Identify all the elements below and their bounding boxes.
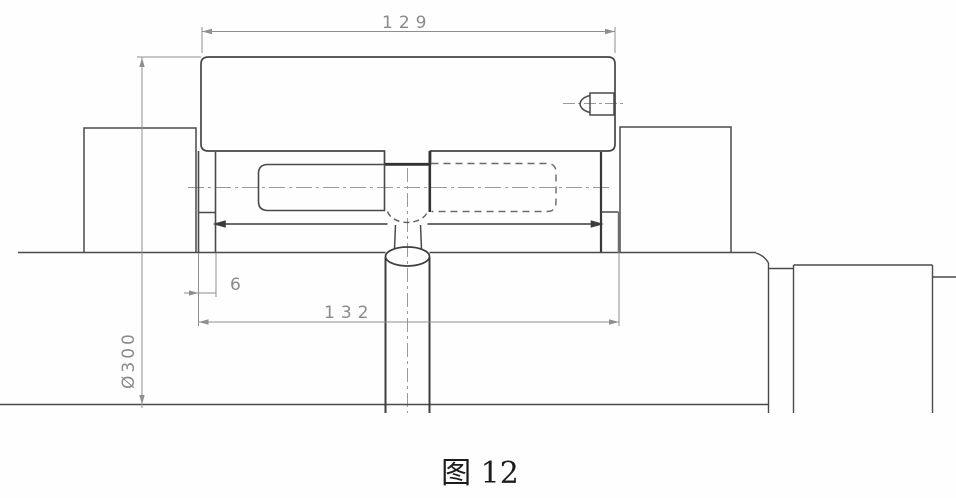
hidden-keyway-right [431, 162, 557, 213]
dim129-arrow-right [605, 28, 615, 35]
right-shaft-step [755, 252, 956, 413]
centerlines [188, 103, 626, 413]
dimension-129: 129 [201, 13, 616, 53]
dim300-arrow-top [139, 57, 145, 67]
ball-seat-hidden-arc [386, 211, 429, 224]
right-block-outline [619, 126, 732, 253]
left-support-block [83, 127, 197, 253]
figure-caption: 图 12 [441, 456, 519, 491]
dimension-132: 132 [198, 212, 620, 326]
right-support-block [619, 126, 732, 253]
dim300-arrow-bottom [139, 395, 145, 405]
plug-dome-tip [579, 94, 591, 114]
pin-neck-left [393, 224, 397, 250]
left-coupling-half [197, 151, 217, 253]
dim129-label: 129 [382, 13, 432, 33]
dimension-6: 6 [184, 253, 241, 297]
right-coupling-half [428, 151, 620, 253]
keyway-slot-left [257, 163, 386, 212]
upper-coupling-body [200, 56, 616, 166]
upper-body-outline [200, 56, 616, 165]
ball-head [384, 246, 431, 267]
dim300-label: Ø300 [119, 331, 139, 389]
set-screw-plug [579, 92, 615, 116]
ball-joint-and-rod [384, 211, 431, 413]
keyway-slot-outline [257, 163, 386, 212]
roll-end-chamfer [755, 252, 770, 264]
plug-body [589, 92, 615, 116]
bottom-edge-arrow-left [212, 220, 226, 228]
dim132-label: 132 [324, 303, 374, 323]
dim6-label: 6 [230, 275, 241, 295]
dimension-diameter-300: Ø300 [119, 56, 201, 408]
bottom-edge-arrow-right [590, 220, 604, 228]
dim132-arrow-right [609, 319, 619, 325]
left-block-outline [83, 127, 197, 253]
dim6-arrow [189, 290, 199, 296]
dim132-arrow-left [198, 319, 209, 325]
coupling-bottom-edge [212, 220, 604, 228]
pin-neck-right [419, 224, 423, 250]
dim129-arrow-left [202, 28, 212, 35]
hidden-keyway-outline [431, 162, 557, 213]
